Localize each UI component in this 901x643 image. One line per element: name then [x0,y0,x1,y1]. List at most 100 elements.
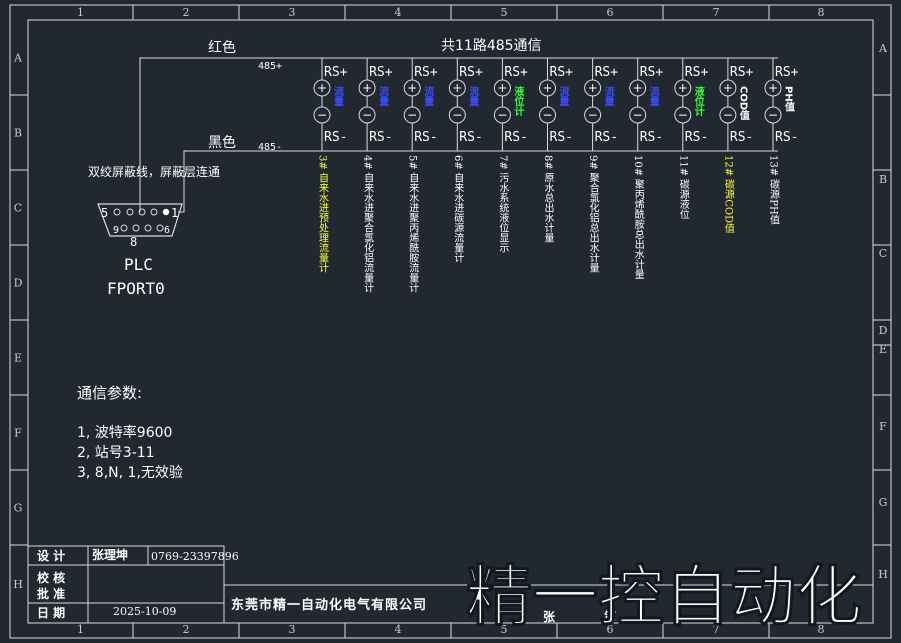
grid-col-label: 5 [501,623,508,636]
grid-col-label: 7 [713,623,720,636]
grid-row-label: G [879,496,888,509]
pin9-label: 9 [113,225,119,236]
grid-col-label: 1 [77,6,84,19]
shield-note: 双绞屏蔽线，屏蔽层连通 [88,164,220,179]
module-rs-minus-label: RS- [550,130,573,145]
module-rs-minus-label: RS- [730,130,753,145]
grid-col-label: 4 [395,623,402,636]
module-minus-terminal [584,106,602,124]
module-caption: 13# 碳源PH值 [768,155,780,226]
grid-col-label: 7 [713,6,720,19]
date-value: 2025-10-09 [113,605,176,618]
module-plus-sign: + [542,81,552,95]
wire-minus-label: 485- [258,142,282,153]
module-minus-sign: − [452,108,462,122]
module-minus-terminal [539,106,556,124]
module-rs-minus-label: RS- [369,130,392,145]
module-minus-terminal [674,106,692,124]
grid-row-label: G [14,502,23,515]
grid-col-label: 4 [395,6,402,19]
module-minus-terminal [629,106,647,124]
module-minus-sign: − [723,108,733,122]
grid-row-label: E [879,343,887,356]
design-label: 设 计 [37,548,65,563]
grid-row-label: A [13,52,23,65]
module-plus-terminal [358,79,376,97]
bus-title: 共11路485通信 [441,38,542,54]
module-plus-sign: + [497,81,507,95]
module-plus-sign: + [633,81,643,95]
module-plus-terminal [493,79,511,97]
module-rs-plus-label: RS+ [775,65,799,80]
module-type-tag: 流量 [377,85,389,106]
module-rs-plus-label: RS+ [730,65,754,80]
module-rs-minus-label: RS- [595,130,618,145]
black-wire-label: 黑色 [208,134,236,151]
module-caption: 12# 碳源COD值 [722,155,734,234]
module-minus-sign: − [497,108,507,122]
module-minus-sign: − [317,108,327,122]
module-rs-plus-label: RS+ [595,65,619,80]
module-rs-minus-label: RS- [685,130,708,145]
module-minus-terminal [764,106,782,124]
grid-row-label: A [878,42,888,55]
module-minus-sign: − [362,108,372,122]
sheet-count-fragment: 张 [543,609,556,624]
check-label: 校 核 [37,570,65,585]
grid-row-label: H [878,568,888,581]
module-minus-terminal [719,106,737,124]
module-type-tag: 流量 [602,85,614,106]
module-rs-plus-label: RS+ [685,65,709,80]
module-type-tag: 液位计 [512,85,524,117]
module-plus-terminal [584,79,602,97]
grid-col-label: 6 [607,623,614,636]
module-minus-terminal [448,106,466,124]
params-title: 通信参数: [77,384,142,402]
module-rs-minus-label: RS- [775,130,798,145]
module-plus-sign: + [317,81,327,95]
company-name: 东莞市精一自动化电气有限公司 [231,597,427,613]
module-minus-sign: − [768,108,778,122]
module-rs-plus-label: RS+ [550,65,574,80]
module-caption: 3# 自来水进预处理流量计 [317,155,329,274]
pin8-label: 8 [130,235,137,249]
module-type-tag: 流量 [647,85,659,106]
module-plus-terminal [764,79,782,97]
grid-col-label: 3 [289,6,296,19]
plc-name: PLC [124,255,153,274]
module-plus-terminal [313,79,331,97]
designer-name: 张理坤 [92,547,128,562]
module-caption: 6# 自来水进碳源流量计 [452,155,464,264]
title-block-frame [27,545,873,624]
module-rs-minus-label: RS- [504,130,527,145]
grid-col-label: 5 [501,6,508,19]
module-caption: 11# 碳源液位 [677,155,689,219]
module-rs-plus-label: RS+ [369,65,393,80]
pin6-label: 6 [164,225,170,236]
module-rs-minus-label: RS- [640,130,663,145]
grid-col-label: 1 [77,623,84,636]
module-type-tag: PH值 [783,86,795,112]
bus-wires [139,57,778,213]
module-rs-plus-label: RS+ [414,65,438,80]
module-rs-minus-label: RS- [414,130,437,145]
grid-row-label: F [879,420,887,433]
module-minus-terminal [358,106,376,124]
module-minus-sign: − [542,108,552,122]
module-rs-minus-label: RS- [324,130,347,145]
module-caption: 5# 自来水进聚丙烯酰胺流量计 [407,155,419,294]
param-item-3: 3, 8,N, 1,无效验 [77,465,183,481]
module-plus-terminal [674,79,692,97]
grid-row-label: B [879,173,887,186]
module-minus-terminal [493,106,511,124]
grid-row-label: H [13,578,23,591]
grid-row-label: B [14,127,22,140]
plc-port: FPORT0 [107,279,165,298]
module-type-tag: 流量 [422,85,434,106]
module-plus-sign: + [678,81,688,95]
grid-col-label: 8 [818,6,825,19]
module-caption: 9# 聚合氯化铝总出水计量 [587,155,599,273]
sheet-number-fragment: 第 [604,609,616,624]
grid-row-label: D [879,324,888,337]
grid-row-label: F [14,427,22,440]
